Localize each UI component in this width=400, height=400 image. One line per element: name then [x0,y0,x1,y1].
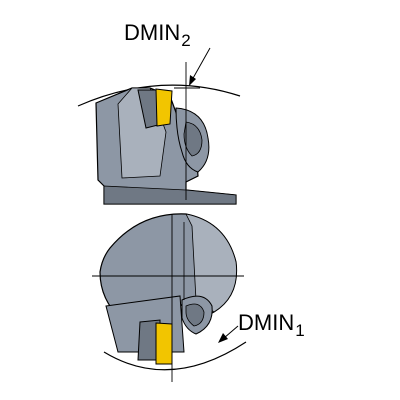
bottom-clamp-screw [185,303,205,327]
top-tool-view [77,47,241,205]
dmin1-arrowhead [218,333,228,343]
dmin1-leader [223,325,239,339]
dmin2-label-subscript: 2 [181,31,191,50]
dmin2-leader [191,47,211,81]
bottom-insert [155,322,173,365]
top-clamp-screw [183,121,203,157]
dmin2-label-text: DMIN [124,20,181,45]
top-workpiece-arc [77,84,241,107]
top-insert [155,88,173,127]
top-tool-shank-shadow [103,185,237,205]
dmin1-label: DMIN1 [238,310,305,340]
bottom-tool-view [92,213,247,382]
bottom-workpiece-arc [103,341,247,371]
dmin1-label-subscript: 1 [295,321,305,340]
dmin2-label: DMIN2 [124,20,191,50]
dmin1-label-text: DMIN [238,310,295,335]
bottom-tool-facet-right [185,213,237,313]
dmin2-arrowhead [189,75,196,86]
